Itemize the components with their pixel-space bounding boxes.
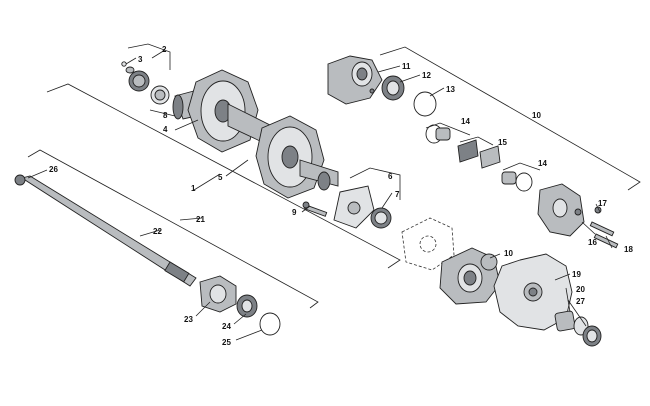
callout-3: 3 — [138, 55, 143, 64]
callout-16: 16 — [588, 238, 597, 247]
callout-18: 18 — [624, 245, 633, 254]
bearing-housing-lower-part — [439, 247, 501, 305]
callout-4: 4 — [163, 125, 168, 134]
oring-25-part — [259, 312, 281, 336]
callout-20: 20 — [576, 285, 585, 294]
callout-8: 8 — [163, 111, 168, 120]
brake-disc-part — [493, 253, 573, 331]
assembly-brackets — [27, 43, 641, 309]
bearing-housing-upper-part — [327, 55, 383, 105]
callout-6: 6 — [388, 172, 393, 181]
bearing-part — [128, 70, 170, 105]
callout-25: 25 — [222, 338, 231, 347]
callout-15: 15 — [498, 138, 507, 147]
callout-26: 26 — [49, 165, 58, 174]
callout-17: 17 — [598, 199, 607, 208]
callout-11: 11 — [402, 62, 411, 71]
callout-14-right: 14 — [538, 159, 547, 168]
callout-19: 19 — [572, 270, 581, 279]
seal-plate-part — [333, 185, 392, 229]
callout-12: 12 — [422, 71, 431, 80]
leader-lines — [27, 49, 613, 341]
callout-13: 13 — [446, 85, 455, 94]
dowel-pin-part — [121, 61, 135, 74]
caliper-housing-part — [537, 183, 585, 237]
callout-7: 7 — [395, 190, 400, 199]
callout-5: 5 — [218, 173, 223, 182]
callout-27: 27 — [576, 297, 585, 306]
callout-2: 2 — [162, 45, 167, 54]
callout-labels: 1 2 3 4 5 6 7 8 9 10 10 11 12 13 14 14 1… — [49, 45, 633, 347]
callout-14-left: 14 — [461, 117, 470, 126]
bearing-14-right-parts — [501, 171, 533, 192]
jackshaft-assembly — [14, 174, 197, 287]
brake-pads-part — [457, 139, 501, 169]
bearing-12-part — [381, 75, 405, 101]
callout-21: 21 — [196, 215, 205, 224]
bearing-24-part — [236, 294, 258, 318]
bolt-part — [302, 201, 328, 217]
drive-shaft-sprocket-assembly — [172, 69, 339, 199]
callout-22: 22 — [153, 227, 162, 236]
callout-9: 9 — [292, 208, 297, 217]
caliper-bolts-parts — [589, 206, 619, 249]
bearing-14-left-parts — [425, 124, 451, 144]
gasket-part — [401, 217, 455, 271]
bearing-seal-right-parts — [554, 310, 602, 347]
callout-23: 23 — [184, 315, 193, 324]
callout-1: 1 — [191, 184, 196, 193]
callout-10-lower: 10 — [504, 249, 513, 258]
oring-13-part — [413, 91, 437, 117]
callout-10-upper: 10 — [532, 111, 541, 120]
callout-24: 24 — [222, 322, 231, 331]
